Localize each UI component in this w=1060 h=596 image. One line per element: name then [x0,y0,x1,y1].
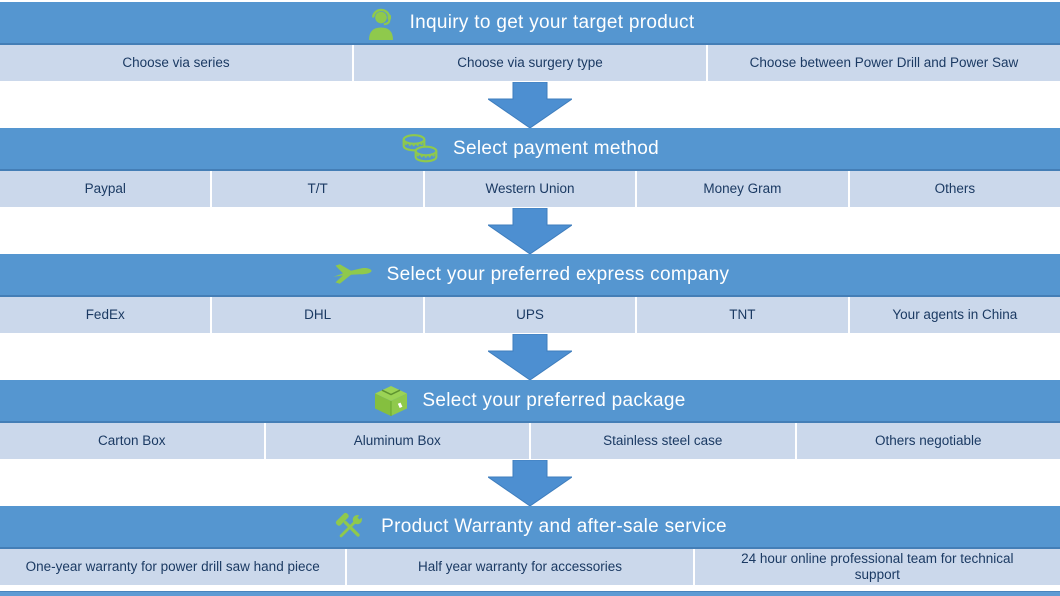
step-package-title: Select your preferred package [422,389,686,411]
down-arrow-icon [488,460,572,506]
down-arrow-icon [488,334,572,380]
option-tnt: TNT [635,297,847,333]
option-paypal: Paypal [84,181,126,197]
option-one-year-warranty-hand-piece: One-year warranty for power drill saw ha… [25,559,320,575]
step-payment: Select payment method Paypal T/T Western… [0,128,1060,207]
step-warranty-options: One-year warranty for power drill saw ha… [0,549,1060,585]
step-warranty-title: Product Warranty and after-sale service [381,515,727,537]
step-inquiry: Inquiry to get your target product Choos… [0,2,1060,81]
step-express-options: FedEx DHL UPS TNT Your agents in China [0,297,1060,333]
option-carton-box: Carton Box [97,433,166,449]
step-package: Select your preferred package Carton Box… [0,380,1060,459]
option-western-union: Western Union [422,171,635,207]
step-express-header: Select your preferred express company [0,254,1060,297]
option-choose-between-power-drill-and-power-saw: Choose between Power Drill and Power Saw [706,45,1060,81]
option-choose-via-series: Choose via series [122,55,230,71]
coins-icon [401,133,439,164]
step-express-title: Select your preferred express company [386,263,730,285]
option-others-negotiable: Others negotiable [794,423,1060,459]
bottom-border-line [0,591,1060,596]
step-payment-options: Paypal T/T Western Union Money Gram Othe… [0,171,1060,207]
step-package-options: Carton Box Aluminum Box Stainless steel … [0,423,1060,459]
option-choose-via-surgery-type: Choose via surgery type [352,45,706,81]
option-ups: UPS [422,297,635,333]
step-payment-header: Select payment method [0,128,1060,171]
step-express: Select your preferred express company Fe… [0,254,1060,333]
option-aluminum-box: Aluminum Box [263,423,530,459]
flow-connector-1 [0,81,1060,128]
option-half-year-warranty-accessories: Half year warranty for accessories [345,549,692,585]
package-box-icon [374,385,408,417]
step-warranty-header: Product Warranty and after-sale service [0,506,1060,549]
step-inquiry-options: Choose via series Choose via surgery typ… [0,45,1060,81]
option-dhl: DHL [210,297,422,333]
airplane-icon [331,260,373,290]
tools-icon [333,510,367,544]
support-agent-icon [366,6,396,40]
option-stainless-steel-case: Stainless steel case [529,423,795,459]
option-fedex: FedEx [85,307,125,323]
flow-connector-2 [0,207,1060,254]
step-inquiry-title: Inquiry to get your target product [409,11,695,33]
step-payment-title: Select payment method [453,137,659,159]
option-tt: T/T [210,171,422,207]
option-money-gram: Money Gram [635,171,847,207]
step-inquiry-header: Inquiry to get your target product [0,2,1060,45]
option-others-payment: Others [847,171,1060,207]
flow-connector-4 [0,459,1060,506]
option-24-hour-online-support: 24 hour online professional team for tec… [692,549,1060,585]
down-arrow-icon [488,82,572,128]
down-arrow-icon [488,208,572,254]
step-package-header: Select your preferred package [0,380,1060,423]
option-your-agents-in-china: Your agents in China [847,297,1060,333]
flow-connector-3 [0,333,1060,380]
step-warranty: Product Warranty and after-sale service … [0,506,1060,585]
